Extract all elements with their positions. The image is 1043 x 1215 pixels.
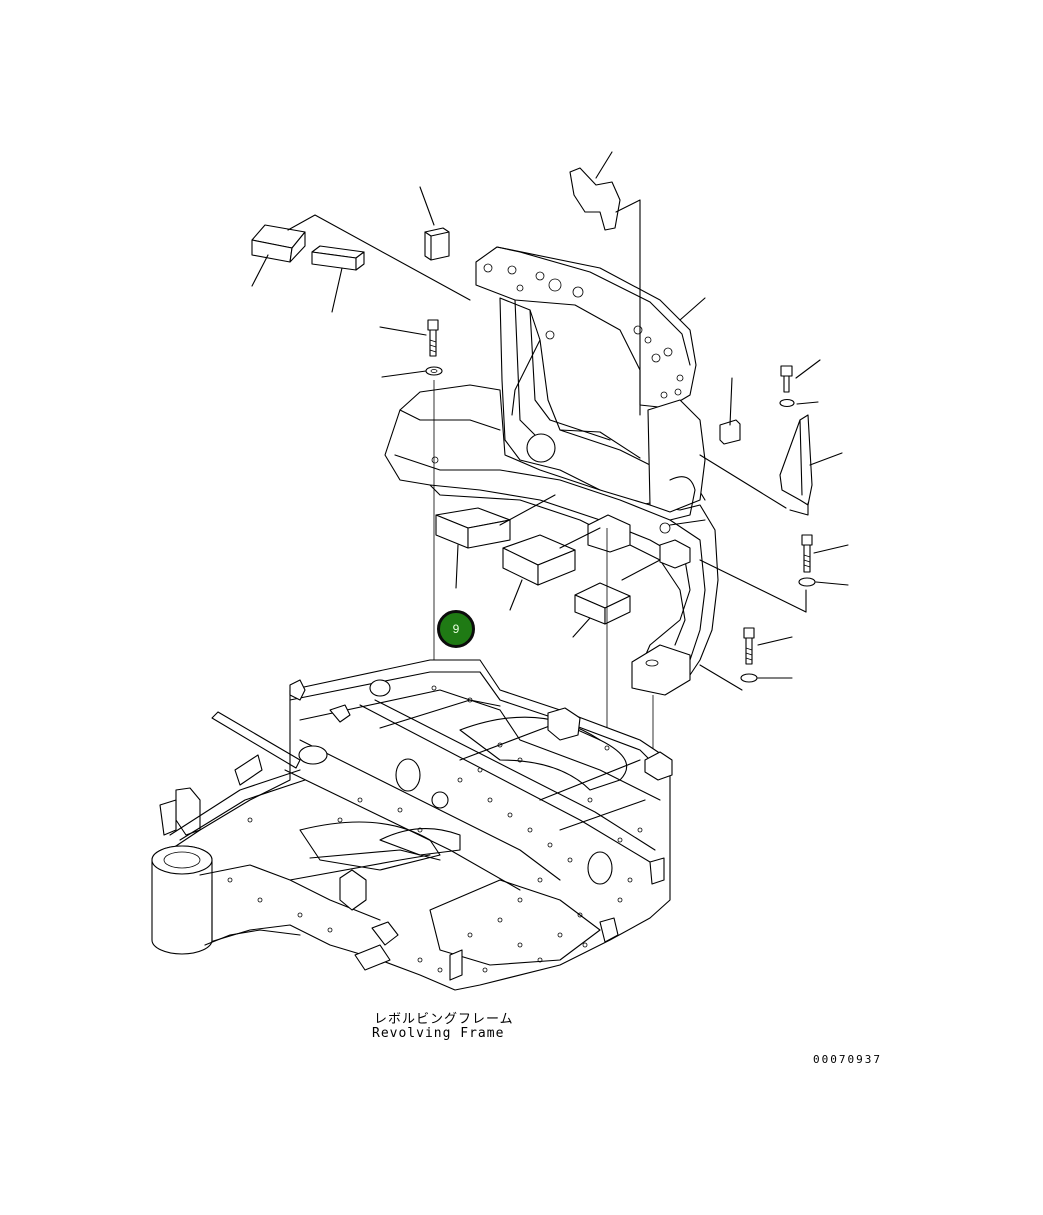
- caption-japanese: レボルビングフレーム: [374, 1012, 514, 1027]
- leader-lines: [251, 151, 849, 865]
- upper-frame-assembly: [384, 246, 719, 696]
- loose-parts: [251, 167, 816, 683]
- drawing-number: 00070937: [813, 1053, 882, 1066]
- callout-number: 9: [452, 622, 460, 636]
- revolving-frame: [151, 659, 673, 991]
- callout-9[interactable]: 9: [437, 610, 475, 648]
- rivet-holes: [227, 685, 643, 973]
- caption-english: Revolving Frame: [372, 1026, 505, 1041]
